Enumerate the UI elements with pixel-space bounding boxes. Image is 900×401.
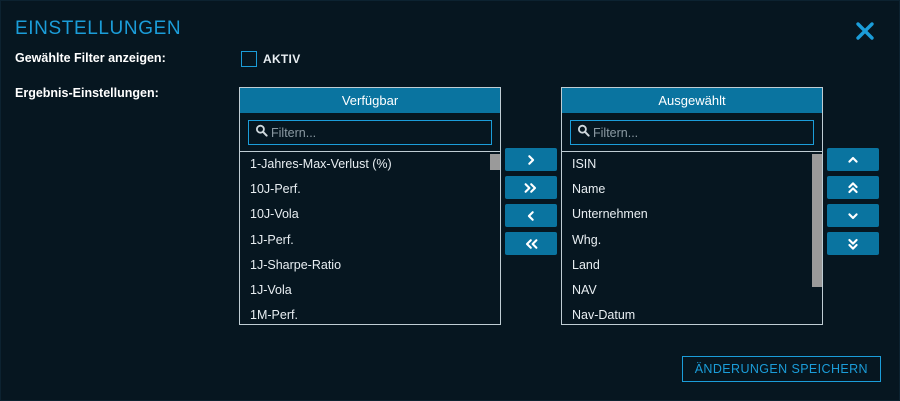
list-item[interactable]: 10J-Vola	[250, 207, 299, 222]
available-panel: Verfügbar 1-Jahres-Max-Verlust (%) 10J-Pe…	[239, 87, 501, 325]
available-filter-box[interactable]	[248, 120, 492, 145]
list-item[interactable]: 10J-Perf.	[250, 182, 301, 197]
move-to-top-button[interactable]	[827, 176, 879, 199]
selected-filter-box[interactable]	[570, 120, 814, 145]
available-panel-header: Verfügbar	[239, 87, 501, 113]
move-all-left-button[interactable]	[505, 232, 557, 255]
available-list[interactable]: 1-Jahres-Max-Verlust (%) 10J-Perf. 10J-Vol…	[240, 152, 500, 324]
list-item[interactable]: Name	[572, 182, 606, 197]
page-title: EINSTELLUNGEN	[15, 18, 182, 39]
available-panel-body: 1-Jahres-Max-Verlust (%) 10J-Perf. 10J-Vol…	[239, 113, 501, 325]
selected-panel-header: Ausgewählt	[561, 87, 823, 113]
move-right-button[interactable]	[505, 148, 557, 171]
list-item[interactable]: 1J-Sharpe-Ratio	[250, 257, 342, 272]
selected-scrollbar-track[interactable]	[812, 152, 822, 324]
available-filter-input[interactable]	[271, 121, 485, 144]
close-icon[interactable]	[851, 17, 879, 45]
list-item[interactable]: 1-Jahres-Max-Verlust (%)	[250, 157, 392, 171]
selected-filter-wrap	[562, 113, 822, 152]
list-item[interactable]: Whg.	[572, 232, 602, 247]
show-filters-label: Gewählte Filter anzeigen:	[15, 51, 166, 65]
available-filter-wrap	[240, 113, 500, 152]
active-checkbox[interactable]	[241, 51, 257, 67]
list-item[interactable]: 1J-Vola	[250, 282, 292, 297]
available-scrollbar-thumb[interactable]	[490, 154, 500, 170]
move-up-button[interactable]	[827, 148, 879, 171]
search-icon	[577, 124, 590, 142]
result-settings-label: Ergebnis-Einstellungen:	[15, 86, 159, 100]
selected-scrollbar-thumb[interactable]	[812, 154, 822, 287]
move-to-bottom-button[interactable]	[827, 232, 879, 255]
list-item[interactable]: Land	[572, 257, 600, 272]
save-changes-button[interactable]: ÄNDERUNGEN SPEICHERN	[681, 356, 881, 382]
order-button-group	[827, 148, 879, 255]
list-item[interactable]: ISIN	[572, 157, 597, 171]
list-item[interactable]: Unternehmen	[572, 207, 648, 222]
selected-filter-input[interactable]	[593, 121, 807, 144]
list-item[interactable]: 1M-Perf.	[250, 308, 298, 323]
active-checkbox-row: AKTIV	[241, 51, 301, 67]
move-down-button[interactable]	[827, 204, 879, 227]
active-checkbox-label: AKTIV	[263, 52, 301, 66]
list-item[interactable]: NAV	[572, 282, 597, 297]
transfer-button-group	[505, 148, 557, 255]
search-icon	[255, 124, 268, 142]
available-list-scroll: 1-Jahres-Max-Verlust (%) 10J-Perf. 10J-Vol…	[240, 152, 500, 324]
list-item[interactable]: Nav-Datum	[572, 308, 636, 323]
available-scrollbar-track[interactable]	[490, 152, 500, 324]
list-item[interactable]: 1J-Perf.	[250, 232, 294, 247]
move-all-right-button[interactable]	[505, 176, 557, 199]
move-left-button[interactable]	[505, 204, 557, 227]
